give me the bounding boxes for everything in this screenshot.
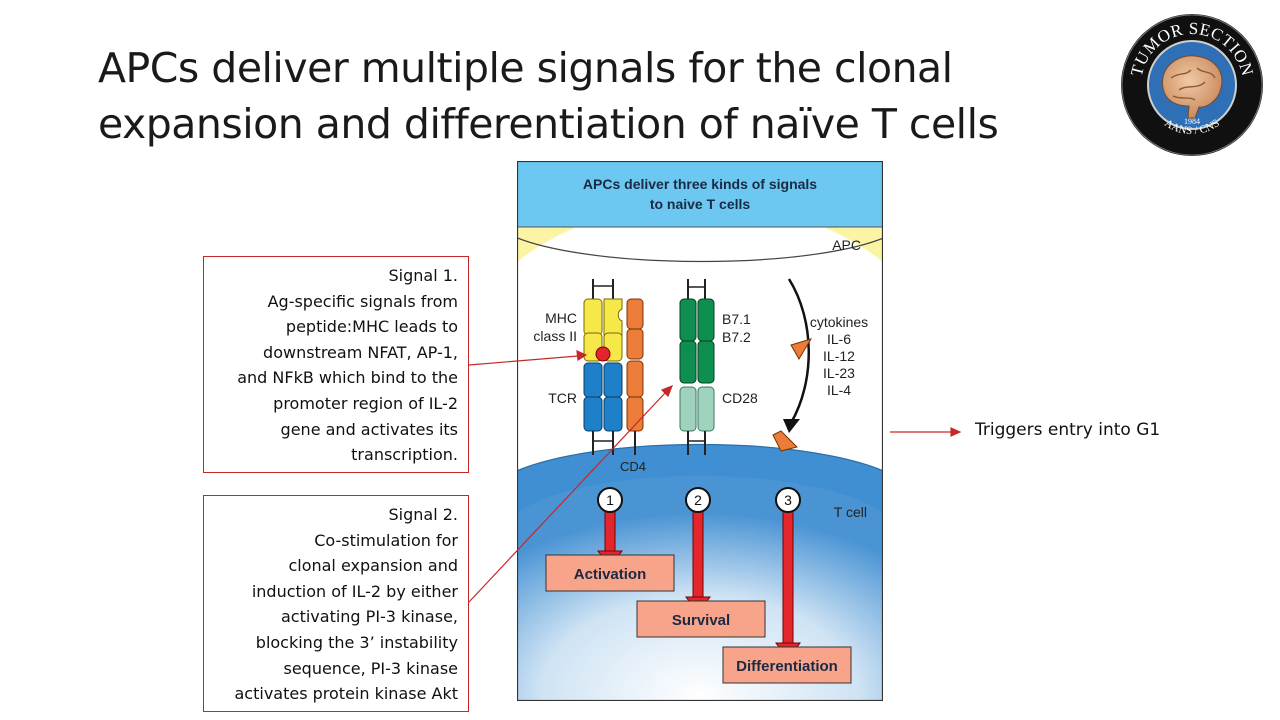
cytokine-receptor-icon <box>772 430 798 452</box>
callout-line: blocking the 3’ instability <box>255 632 458 652</box>
slide-title-line-2: expansion and differentiation of naïve T… <box>98 100 999 148</box>
callout-line: Ag-specific signals from <box>267 291 458 311</box>
tcell-label: T cell <box>834 504 867 520</box>
signals-figure: APCs deliver three kinds of signals to n… <box>517 161 883 701</box>
slide-title: APCs deliver multiple signals for the cl… <box>98 40 999 152</box>
callout-line: clonal expansion and <box>288 556 458 576</box>
signal-number: 2 <box>694 492 702 508</box>
cd4-label: CD4 <box>620 459 646 474</box>
cytokine-label: IL-12 <box>823 348 855 364</box>
g1-arrowhead-icon <box>950 427 962 437</box>
signal-2: 2 Survival <box>636 487 766 638</box>
peptide-icon <box>595 346 611 362</box>
callout-line: downstream NFAT, AP-1, <box>263 342 458 362</box>
cd28 <box>679 386 715 455</box>
cd28-label: CD28 <box>722 390 758 406</box>
mhc-label-line-1: MHC <box>545 310 577 326</box>
callout-line: gene and activates its <box>280 419 458 439</box>
mhc-class-ii <box>583 279 623 362</box>
callout-line: activating PI-3 kinase, <box>280 607 458 627</box>
b7-molecule <box>679 279 715 384</box>
signal-label: Survival <box>672 612 730 629</box>
signal-2-callout: Signal 2. Co-stimulation for clonal expa… <box>203 495 469 712</box>
figure-header-line-1: APCs deliver three kinds of signals <box>583 176 817 192</box>
callout-line: peptide:MHC leads to <box>285 317 458 337</box>
callout-line: Signal 2. <box>388 505 459 524</box>
callout-line: and NFkB which bind to the <box>237 368 458 388</box>
slide-title-line-1: APCs deliver multiple signals for the cl… <box>98 44 953 92</box>
callout-line: sequence, PI-3 kinase <box>283 658 458 678</box>
apc-label: APC <box>832 237 861 253</box>
tumor-section-logo: TUMOR SECTION 1984 AANS / CNS <box>1121 14 1263 156</box>
b7-label-line-2: B7.2 <box>722 329 751 345</box>
cytokine-curve-arrow <box>787 278 810 424</box>
g1-annotation: Triggers entry into G1 <box>975 420 1161 440</box>
cytokine-icon <box>790 338 813 360</box>
callout-line: activates protein kinase Akt <box>234 684 459 704</box>
signal-number: 3 <box>784 492 792 508</box>
signal-label: Activation <box>574 566 647 583</box>
cytokine-label: IL-4 <box>827 382 851 398</box>
cytokine-label: cytokines <box>810 314 868 330</box>
signal-1-callout: Signal 1. Ag-specific signals from pepti… <box>203 256 469 473</box>
callout-line: induction of IL-2 by either <box>251 581 458 601</box>
signal-label: Differentiation <box>736 658 838 675</box>
cytokine-label: IL-6 <box>827 331 851 347</box>
tcr-label: TCR <box>548 390 577 406</box>
callout-line: promoter region of IL-2 <box>273 393 458 413</box>
callout-line: Signal 1. <box>388 266 459 285</box>
b7-label-line-1: B7.1 <box>722 311 751 327</box>
signal-number: 1 <box>606 492 614 508</box>
mhc-label-line-2: class II <box>533 328 577 344</box>
callout-line: transcription. <box>351 445 458 465</box>
callout-line: Co-stimulation for <box>314 530 458 550</box>
logo-year: 1984 <box>1184 117 1200 126</box>
cytokine-label: IL-23 <box>823 365 855 381</box>
figure-header <box>517 161 883 227</box>
signal-3: 3 Differentiation <box>722 487 852 684</box>
logo-bottom-text: AANS / CNS <box>1162 117 1221 137</box>
cytokine-list: cytokines IL-6 IL-12 IL-23 IL-4 <box>810 314 868 398</box>
cytokine-arrowhead-icon <box>783 419 800 433</box>
figure-header-line-2: to naive T cells <box>650 196 751 212</box>
